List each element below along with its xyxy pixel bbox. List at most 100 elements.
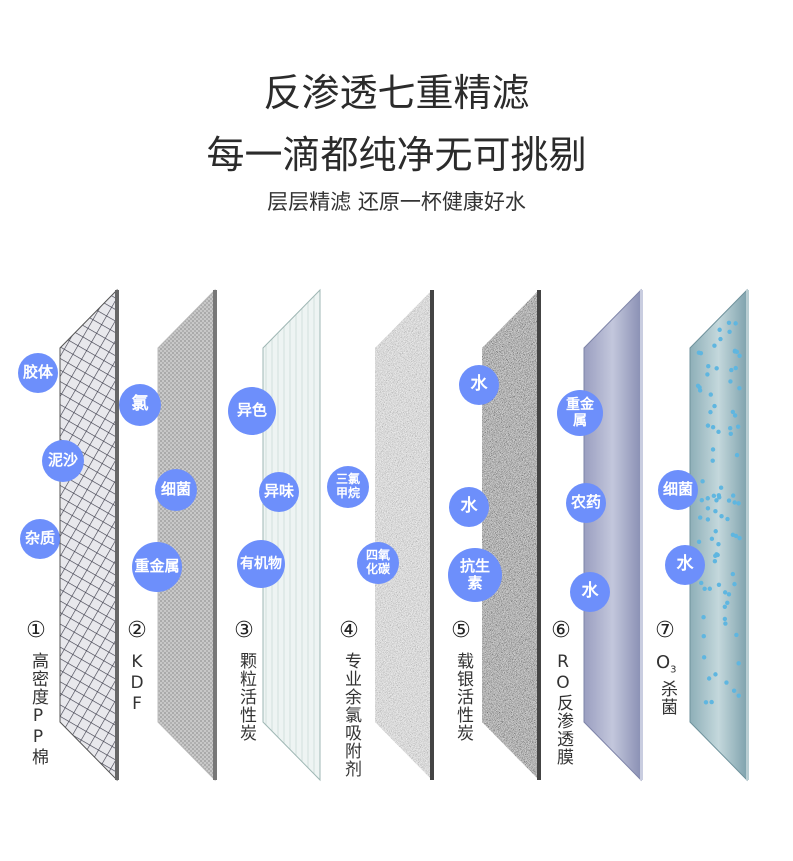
water-droplet <box>737 353 742 358</box>
water-droplet <box>705 372 710 377</box>
water-droplet <box>714 498 719 503</box>
ozone-symbol: O3 <box>656 652 677 676</box>
contaminant-bubble: 细菌 <box>155 469 197 511</box>
stage-label: 专业余氯吸附剂 <box>341 652 361 778</box>
water-droplet <box>732 581 737 587</box>
water-droplet <box>730 409 736 415</box>
stage-label: 杀菌 <box>657 680 677 716</box>
contaminant-label: 胶体 <box>22 363 53 382</box>
water-droplet <box>733 533 739 539</box>
contaminant-label: 重金属 <box>566 396 594 429</box>
water-droplet <box>732 413 738 418</box>
water-droplet <box>726 498 732 503</box>
layer-5-silver-carbon <box>482 290 539 780</box>
ozone-symbol-letter: O <box>656 652 671 673</box>
water-droplet <box>723 621 728 626</box>
contaminant-label: 四氧化碳 <box>365 548 390 576</box>
water-droplet <box>725 600 730 606</box>
water-droplet <box>712 403 717 409</box>
contaminant-label: 三氯甲烷 <box>335 472 360 500</box>
water-droplet <box>705 423 711 428</box>
stage-number: ③ <box>234 617 254 643</box>
contaminant-bubble: 氯 <box>119 384 161 426</box>
layer-1-pp-cotton <box>59 288 118 782</box>
layer-3-granular-carbon <box>262 288 321 782</box>
water-droplet <box>711 493 717 499</box>
water-droplet <box>718 336 723 342</box>
water-droplet <box>701 634 706 639</box>
water-droplet <box>729 367 734 373</box>
contaminant-label: 水 <box>676 554 694 575</box>
stage-number: ① <box>26 617 46 643</box>
contaminant-bubble: 胶体 <box>18 353 58 393</box>
contaminant-bubble: 三氯甲烷 <box>327 466 369 508</box>
contaminant-bubble: 水 <box>459 365 499 405</box>
contaminant-label: 农药 <box>570 493 601 512</box>
contaminant-bubble: 水 <box>449 487 489 527</box>
contaminant-label: 杂质 <box>24 529 55 548</box>
water-droplet <box>736 501 741 506</box>
water-droplet <box>735 424 741 429</box>
water-droplet <box>700 479 705 484</box>
contaminant-label: 异味 <box>263 482 294 501</box>
water-droplet <box>731 493 736 498</box>
stage-number: ⑤ <box>451 617 471 643</box>
contaminant-bubble: 有机物 <box>237 540 285 588</box>
contaminant-bubble: 泥沙 <box>42 440 84 482</box>
water-droplet <box>699 580 704 586</box>
water-droplet <box>708 409 713 415</box>
water-droplet <box>701 615 706 620</box>
contaminant-label: 细菌 <box>160 480 191 499</box>
water-droplet <box>736 693 741 698</box>
water-droplet <box>727 425 733 431</box>
water-droplet <box>730 571 736 577</box>
water-droplet <box>734 632 739 638</box>
water-droplet <box>716 582 722 588</box>
contaminant-label: 重金属 <box>134 557 180 576</box>
stage-label: RO反渗透膜 <box>553 652 573 766</box>
water-droplet <box>726 320 732 326</box>
contaminant-label: 细菌 <box>662 480 693 499</box>
water-droplet <box>716 429 721 435</box>
water-droplet <box>725 516 730 522</box>
contaminant-label: 异色 <box>236 401 267 420</box>
layer-7-ozone <box>689 288 748 782</box>
water-droplet <box>708 392 713 397</box>
contaminant-label: 氯 <box>131 394 149 415</box>
contaminant-bubble: 重金属 <box>557 390 603 436</box>
water-droplet <box>734 452 740 458</box>
water-droplet <box>695 383 701 389</box>
contaminant-bubble: 异色 <box>228 387 276 435</box>
water-droplet <box>733 365 738 371</box>
water-droplet <box>717 327 722 332</box>
water-droplet <box>733 321 738 326</box>
water-droplet <box>706 676 712 681</box>
water-droplet <box>722 590 728 595</box>
water-droplet <box>728 379 733 384</box>
water-droplet <box>724 680 729 685</box>
stage-label: 颗粒活性炭 <box>236 652 256 742</box>
contaminant-bubble: 重金属 <box>132 542 182 592</box>
stage-number: ⑦ <box>655 617 675 643</box>
contaminant-bubble: 抗生素 <box>448 548 502 602</box>
water-droplet <box>713 529 718 534</box>
water-droplet <box>710 458 715 463</box>
layer-2-kdf <box>157 288 216 782</box>
contaminant-bubble: 水 <box>570 572 610 612</box>
water-droplet <box>706 363 711 369</box>
water-droplet <box>737 535 742 541</box>
contaminant-label: 泥沙 <box>47 451 78 470</box>
water-droplet <box>710 424 716 430</box>
water-droplet <box>726 592 732 597</box>
water-droplet <box>713 672 718 677</box>
water-droplet <box>732 348 738 354</box>
water-droplet <box>737 385 742 391</box>
water-droplet <box>703 700 709 705</box>
water-droplet <box>719 513 724 519</box>
water-droplet <box>716 493 722 498</box>
water-droplet <box>697 515 703 520</box>
water-droplet <box>710 447 716 452</box>
stage-number: ④ <box>339 617 359 643</box>
water-droplet <box>705 506 711 511</box>
